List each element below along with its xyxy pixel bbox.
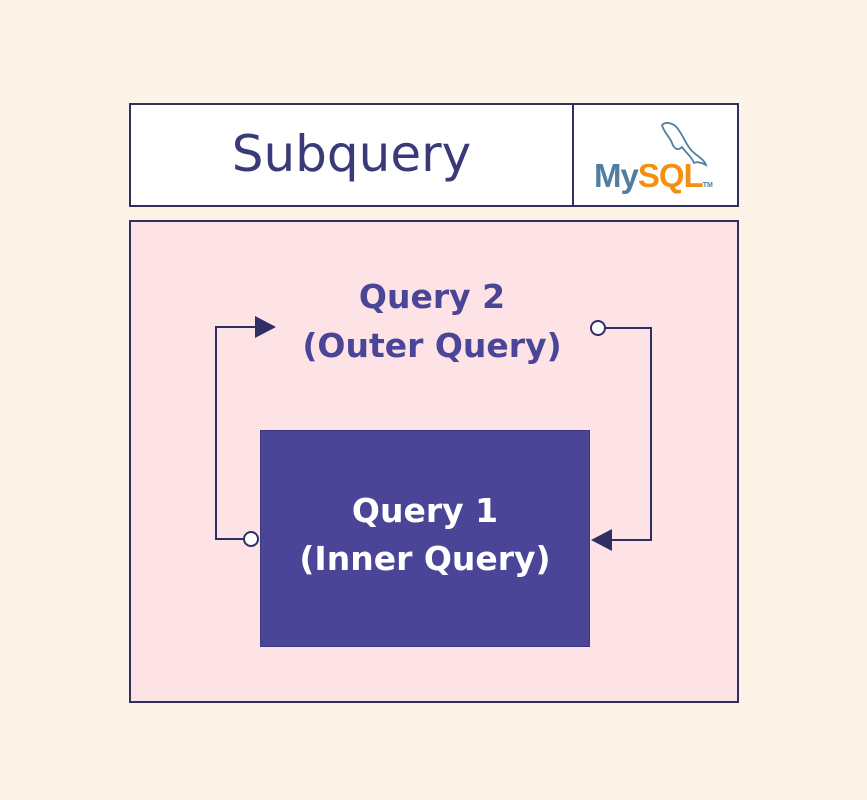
logo-my: My: [594, 157, 639, 194]
inner-query-line2: (Inner Query): [299, 539, 551, 578]
outer-query-line2: (Outer Query): [302, 326, 562, 365]
arrowhead-right: [255, 316, 276, 338]
connector-start-dot-left: [243, 531, 259, 547]
logo-sql: SQL: [637, 157, 704, 194]
header-box: Subquery MySQLTM: [129, 103, 739, 207]
diagram-title: Subquery: [231, 125, 472, 183]
mysql-logo: MySQLTM: [574, 105, 737, 205]
outer-query-label: Query 2 (Outer Query): [250, 272, 614, 370]
outer-query-line1: Query 2: [358, 277, 506, 316]
inner-query-line1: Query 1: [351, 491, 499, 530]
inner-query-box: Query 1 (Inner Query): [260, 430, 590, 647]
connector-right: [605, 327, 652, 541]
arrowhead-left: [591, 529, 612, 551]
logo-tm: TM: [702, 182, 713, 189]
connector-start-dot-right: [590, 320, 606, 336]
connector-left: [215, 326, 258, 540]
header-divider: [572, 105, 574, 205]
dolphin-icon: [661, 122, 708, 167]
